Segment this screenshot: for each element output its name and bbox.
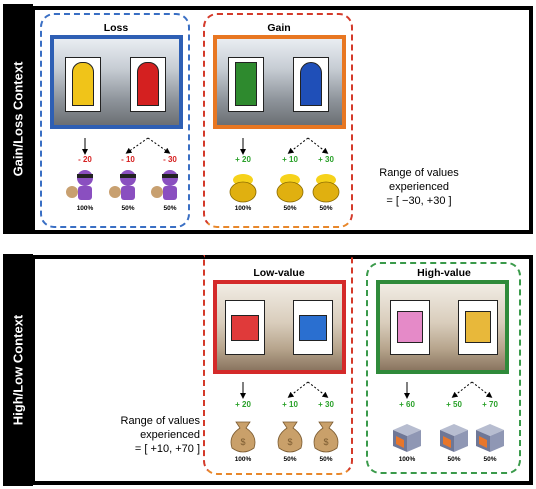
yellow-door-icon xyxy=(72,62,94,106)
gain-stimulus-photo xyxy=(213,35,346,129)
low-value-prob-2: 50% xyxy=(283,456,297,463)
high-low-context-box xyxy=(31,255,533,485)
gain-title: Gain xyxy=(267,22,291,34)
gain-loss-range-line2: experienced xyxy=(389,181,449,193)
loss-stimulus-photo xyxy=(50,35,183,129)
gain-loss-context-box xyxy=(31,6,533,234)
high-low-range-line3: = [ +10, +70 ] xyxy=(134,443,200,455)
green-door-icon xyxy=(235,62,257,106)
thief-icon xyxy=(66,170,93,200)
gain-prob-1: 100% xyxy=(234,205,252,212)
loss-left-frame xyxy=(65,57,101,112)
gold-pot-icon xyxy=(229,174,257,203)
high-right-frame xyxy=(458,300,498,355)
high-value-arrows xyxy=(404,381,493,399)
gain-outcome-1: + 20 xyxy=(235,155,251,164)
money-bag-icon: $ xyxy=(277,421,303,453)
treasure-cube-icon xyxy=(476,424,504,452)
low-value-dashed-outline xyxy=(203,255,353,475)
loss-prob-3: 50% xyxy=(163,205,177,212)
high-value-title: High-value xyxy=(417,267,471,279)
gain-left-frame xyxy=(228,57,264,112)
loss-outcome-3: - 30 xyxy=(163,155,177,164)
blue-door-icon xyxy=(300,62,322,106)
high-value-prob-2: 50% xyxy=(447,456,461,463)
gain-arrows xyxy=(240,137,329,155)
low-value-prob-1: 100% xyxy=(234,456,252,463)
high-value-prob-3: 50% xyxy=(483,456,497,463)
gain-loss-range-text: Range of values experienced = [ −30, +30… xyxy=(364,166,474,208)
gold-pot-icon xyxy=(312,174,340,203)
gain-right-frame xyxy=(293,57,329,112)
gain-outcome-2: + 10 xyxy=(282,155,298,164)
loss-dashed-outline xyxy=(40,13,190,228)
high-value-outcome-2: + 50 xyxy=(446,400,462,409)
gold-pot-icon xyxy=(276,174,304,203)
low-value-prob-3: 50% xyxy=(319,456,333,463)
loss-outcome-2: - 10 xyxy=(121,155,135,164)
low-value-stimulus-photo xyxy=(213,280,346,374)
high-low-range-text: Range of values experienced = [ +10, +70… xyxy=(96,414,201,456)
high-low-range-line2: experienced xyxy=(140,429,200,441)
red-door-icon xyxy=(137,62,159,106)
red-gift-box-icon xyxy=(231,315,259,341)
loss-outcome-1: - 20 xyxy=(78,155,92,164)
loss-right-frame xyxy=(130,57,166,112)
svg-text:$: $ xyxy=(240,437,245,447)
high-value-prob-1: 100% xyxy=(398,456,416,463)
gain-prob-3: 50% xyxy=(319,205,333,212)
pink-gift-box-icon xyxy=(397,311,423,343)
low-right-frame xyxy=(293,300,333,355)
loss-title: Loss xyxy=(103,22,129,34)
loss-prob-1: 100% xyxy=(76,205,94,212)
high-value-outcome-1: + 60 xyxy=(399,400,415,409)
gold-gift-box-icon xyxy=(465,311,491,343)
loss-prob-2: 50% xyxy=(121,205,135,212)
high-value-dashed-outline xyxy=(366,262,521,474)
blue-gift-box-icon xyxy=(299,315,327,341)
treasure-cube-icon xyxy=(393,424,421,452)
svg-text:$: $ xyxy=(287,437,292,447)
money-bag-icon: $ xyxy=(313,421,339,453)
low-value-outcome-3: + 30 xyxy=(318,400,334,409)
treasure-cube-icon xyxy=(440,424,468,452)
thief-icon xyxy=(109,170,136,200)
low-value-outcome-2: + 10 xyxy=(282,400,298,409)
gain-outcome-3: + 30 xyxy=(318,155,334,164)
gain-dashed-outline xyxy=(203,13,353,228)
low-left-frame xyxy=(225,300,265,355)
gain-loss-context-bar: Gain/Loss Context xyxy=(3,4,33,234)
high-low-context-bar: High/Low Context xyxy=(3,254,33,486)
gain-prob-2: 50% xyxy=(283,205,297,212)
svg-text:$: $ xyxy=(323,437,328,447)
money-bag-icon: $ xyxy=(230,421,256,453)
gain-loss-range-line3: = [ −30, +30 ] xyxy=(386,195,452,207)
high-value-stimulus-photo xyxy=(376,280,509,374)
thief-icon xyxy=(151,170,178,200)
low-value-arrows xyxy=(240,381,329,399)
low-value-outcome-1: + 20 xyxy=(235,400,251,409)
gain-loss-range-line1: Range of values xyxy=(379,167,459,179)
high-low-range-line1: Range of values xyxy=(120,415,201,427)
loss-arrows xyxy=(82,137,171,155)
high-left-frame xyxy=(390,300,430,355)
low-value-title: Low-value xyxy=(253,267,305,279)
high-value-outcome-3: + 70 xyxy=(482,400,498,409)
